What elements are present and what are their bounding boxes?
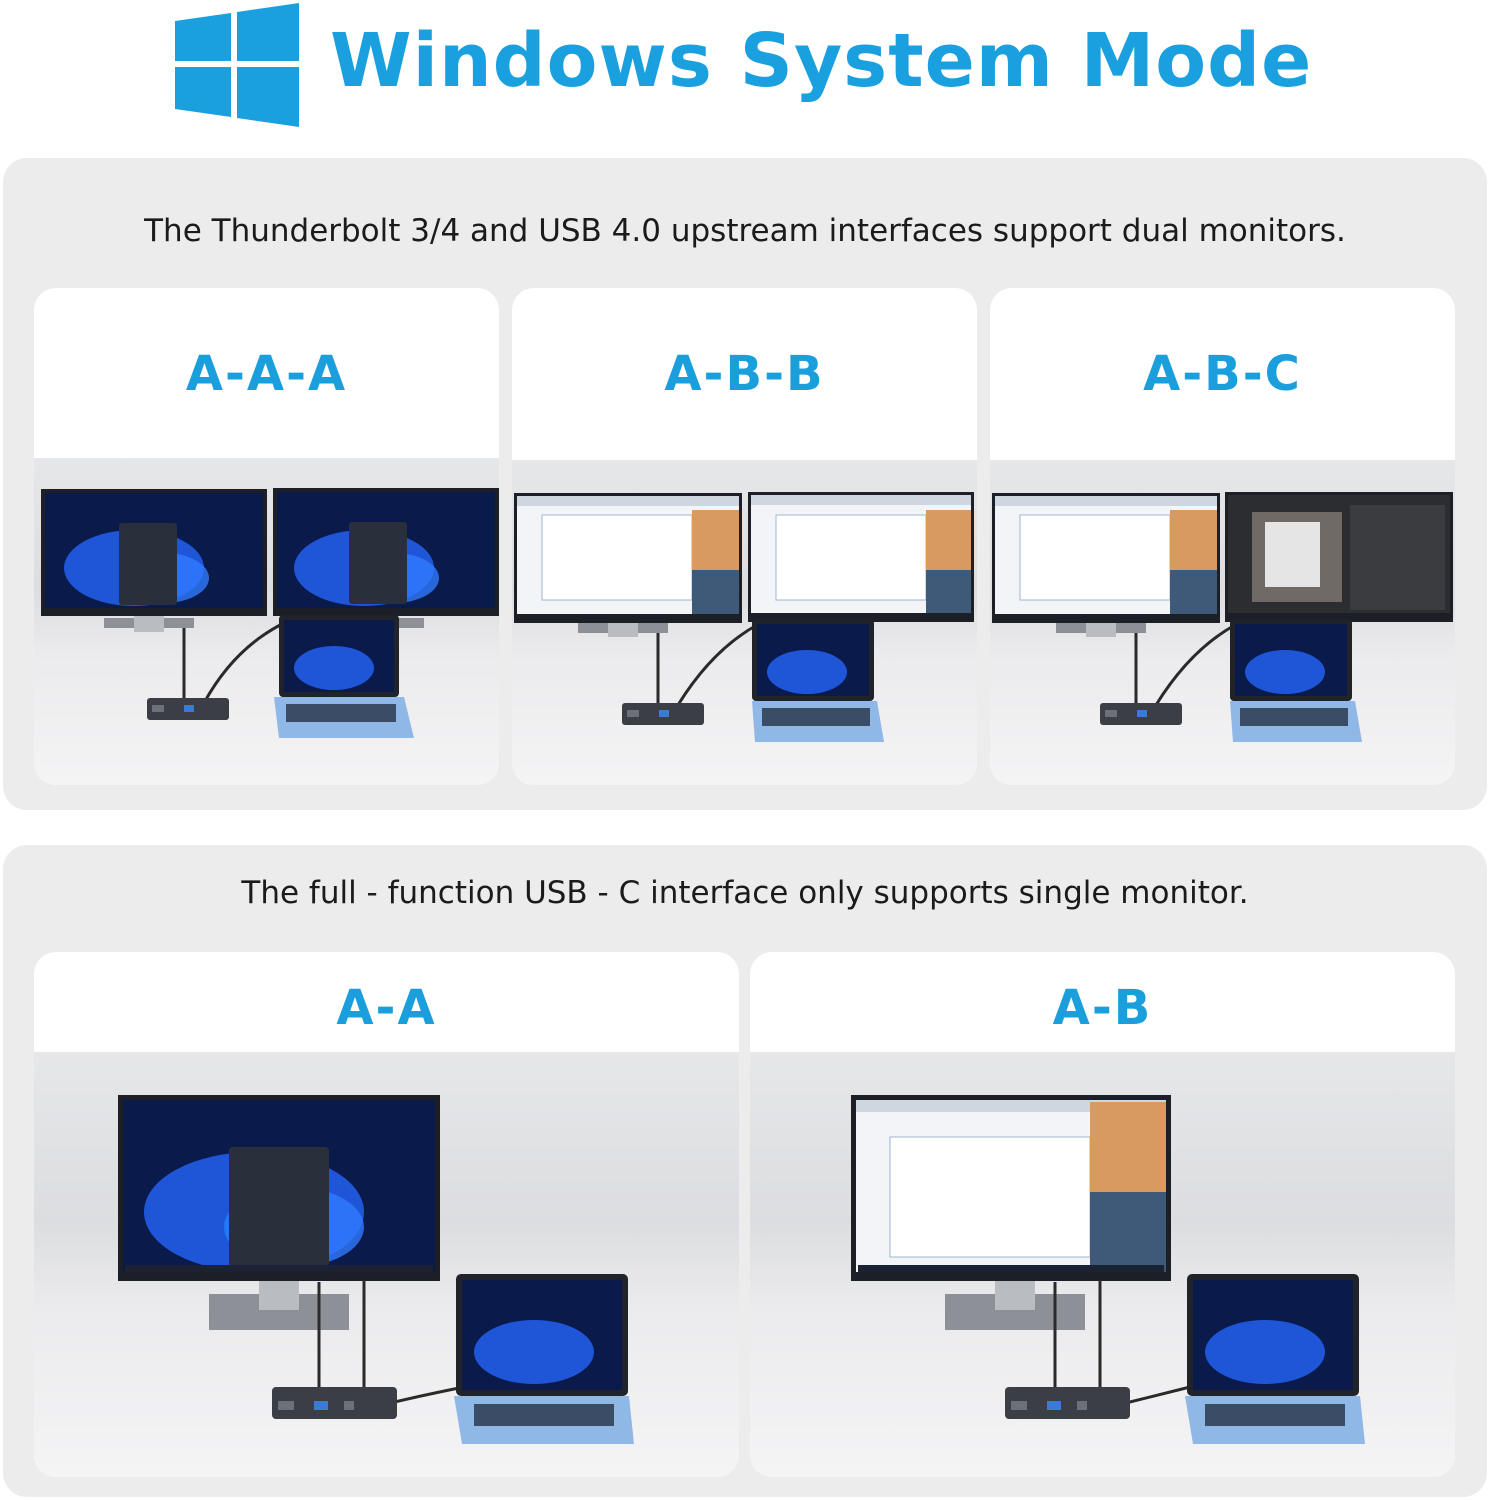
setup-card-a-a: A-A bbox=[34, 952, 739, 1477]
windows-logo-icon bbox=[175, 3, 299, 127]
dual-monitor-caption: The Thunderbolt 3/4 and USB 4.0 upstream… bbox=[144, 213, 1346, 249]
setup-photo bbox=[34, 458, 499, 785]
setup-photo bbox=[512, 460, 977, 785]
setup-label: A-A bbox=[336, 980, 437, 1036]
setup-label: A-B-B bbox=[664, 346, 825, 402]
single-monitor-caption: The full - function USB - C interface on… bbox=[241, 875, 1249, 911]
setup-photo bbox=[990, 460, 1455, 785]
single-monitor-illustration bbox=[118, 1095, 634, 1444]
setup-label: A-A-A bbox=[185, 346, 348, 402]
setup-photo bbox=[34, 1052, 739, 1477]
header: Windows System Mode bbox=[0, 0, 1490, 140]
dual-monitor-illustration bbox=[41, 488, 499, 738]
dual-monitor-illustration bbox=[992, 492, 1453, 742]
setup-photo bbox=[750, 1052, 1455, 1477]
setup-label: A-B bbox=[1052, 980, 1153, 1036]
setup-label: A-B-C bbox=[1143, 346, 1302, 402]
setup-card-a-b-b: A-B-B bbox=[512, 288, 977, 785]
single-monitor-illustration bbox=[851, 1095, 1365, 1444]
single-monitor-panel: The full - function USB - C interface on… bbox=[3, 845, 1487, 1497]
dual-monitor-panel: The Thunderbolt 3/4 and USB 4.0 upstream… bbox=[3, 158, 1487, 810]
setup-card-a-a-a: A-A-A bbox=[34, 288, 499, 785]
page-title: Windows System Mode bbox=[330, 18, 1313, 104]
setup-card-a-b: A-B bbox=[750, 952, 1455, 1477]
setup-card-a-b-c: A-B-C bbox=[990, 288, 1455, 785]
dual-monitor-illustration bbox=[514, 492, 974, 742]
